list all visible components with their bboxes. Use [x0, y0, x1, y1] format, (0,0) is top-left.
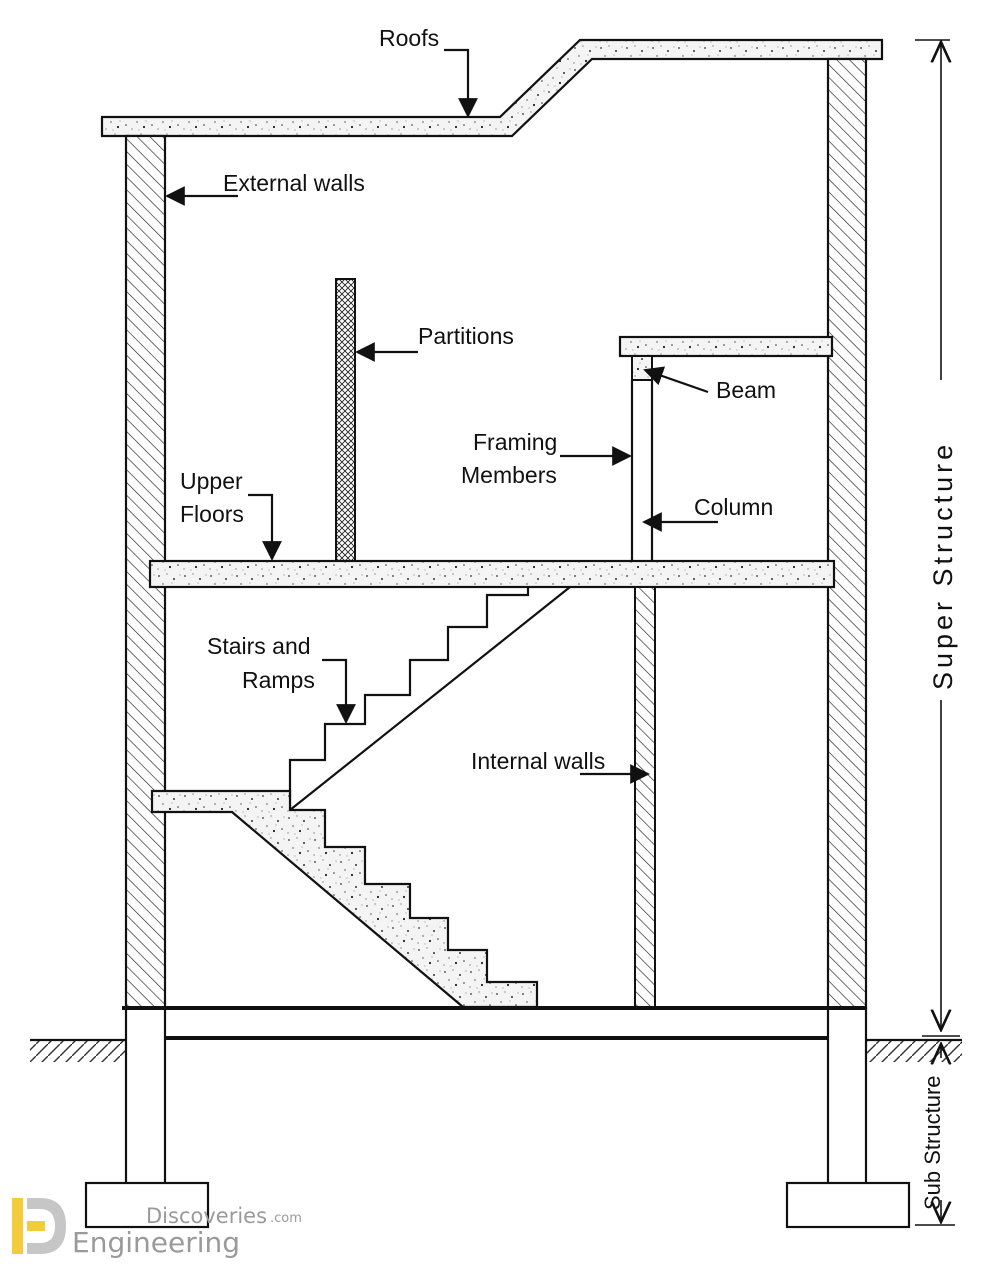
label-column: Column — [642, 494, 773, 532]
logo-mark-icon — [12, 1198, 66, 1254]
column-upper — [630, 380, 654, 561]
watermark-text-com: .com — [270, 1211, 302, 1226]
label-framing-members: Framing Members — [461, 429, 632, 488]
partition-wall — [335, 278, 356, 562]
watermark-text-1: Discoveries — [146, 1204, 267, 1228]
sub-structure-dimension — [915, 1044, 955, 1226]
label-roofs: Roofs — [379, 25, 478, 118]
super-structure-text: Super Structure — [928, 441, 958, 690]
label-beam: Beam — [643, 366, 776, 403]
stairs-text-2: Ramps — [242, 667, 315, 693]
beam-text: Beam — [716, 377, 776, 403]
label-stairs-ramps: Stairs and Ramps — [207, 633, 356, 724]
upper-floors-text-1: Upper — [180, 468, 243, 494]
internal-wall — [634, 586, 656, 1009]
label-internal-walls: Internal walls — [471, 748, 650, 784]
foundation-right — [785, 1008, 911, 1229]
label-external-walls: External walls — [165, 170, 365, 206]
label-sub-structure: Sub Structure — [920, 1075, 945, 1210]
foundation-left — [84, 1008, 210, 1229]
stairs-text-1: Stairs and — [207, 633, 311, 659]
external-wall-right — [826, 57, 868, 1010]
sub-structure-text: Sub Structure — [920, 1075, 945, 1210]
ground-level-right — [866, 1038, 962, 1062]
column-text: Column — [694, 494, 773, 520]
ground-floor-beams — [122, 1006, 866, 1040]
ground-level-left — [30, 1038, 126, 1062]
internal-walls-text: Internal walls — [471, 748, 605, 774]
watermark-logo: Discoveries .com Engineering — [12, 1198, 302, 1259]
partitions-text: Partitions — [418, 323, 514, 349]
stairs-upper-flight — [288, 586, 571, 811]
framing-text-2: Members — [461, 462, 557, 488]
upper-floor-slab — [148, 559, 836, 589]
label-upper-floors: Upper Floors — [180, 468, 282, 561]
watermark-text-2: Engineering — [72, 1226, 240, 1259]
label-super-structure: Super Structure — [928, 441, 958, 690]
beam-slab — [618, 335, 834, 381]
roofs-text: Roofs — [379, 25, 439, 51]
upper-floors-text-2: Floors — [180, 501, 244, 527]
stairs-lower-flight — [150, 789, 539, 1009]
label-partitions: Partitions — [355, 323, 514, 362]
framing-text-1: Framing — [473, 429, 557, 455]
external-walls-text: External walls — [223, 170, 365, 196]
roof-slab — [100, 38, 884, 138]
super-structure-dimension — [915, 39, 960, 1037]
